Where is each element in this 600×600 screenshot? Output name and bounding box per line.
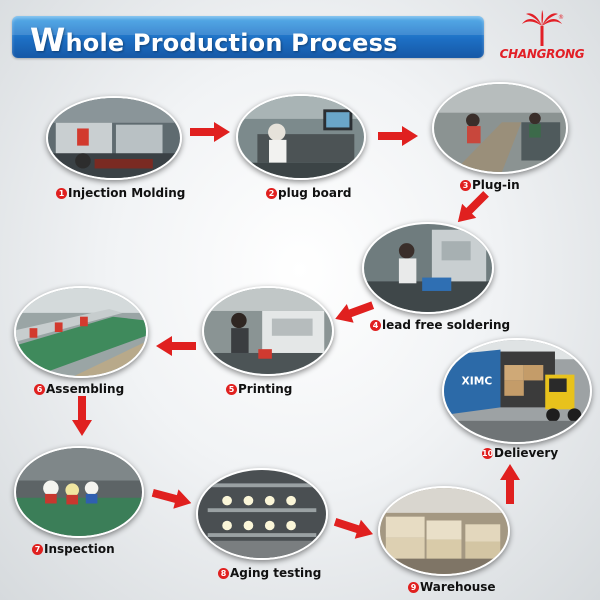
photo-inspection [14,446,144,538]
step-number-badge: 6 [34,383,45,395]
container-label: XIMC [462,374,493,387]
photo-warehouse [378,486,510,576]
arrow-down-icon [72,396,92,436]
step-number-badge: 2 [266,187,277,199]
step-number-badge: 10 [482,447,494,459]
changrong-logo: ® CHANGRONG [490,10,594,66]
photo-plug-in [432,82,568,174]
arrow-right-icon [150,483,194,513]
arrow-down-left-icon [332,296,376,328]
palm-logo-icon: ® [522,10,564,46]
photo-assembling [14,286,148,378]
photo-injection-molding [46,96,182,180]
step-number-badge: 8 [218,567,229,579]
step-number-badge: 1 [56,187,67,199]
photo-plug-board [236,94,366,180]
arrow-right-icon [332,512,376,543]
brand-name: CHANGRONG [499,47,585,61]
photo-printing [202,286,334,376]
step-number-badge: 5 [226,383,237,395]
arrow-down-left-icon [451,187,493,229]
photo-aging-testing [196,468,328,560]
step-number-badge: 3 [460,179,471,191]
page-title: Whole Production Process [30,21,398,58]
step-number-badge: 7 [32,543,43,555]
svg-text:®: ® [558,14,564,21]
arrow-right-icon [190,122,230,142]
arrow-right-icon [378,126,418,146]
arrow-up-icon [500,464,520,504]
photo-delivery: XIMC [442,338,592,444]
step-number-badge: 4 [370,319,381,331]
title-banner: Whole Production Process [12,16,484,58]
arrow-left-icon [156,336,196,356]
step-number-badge: 9 [408,581,419,593]
photo-lead-free-soldering [362,222,494,314]
